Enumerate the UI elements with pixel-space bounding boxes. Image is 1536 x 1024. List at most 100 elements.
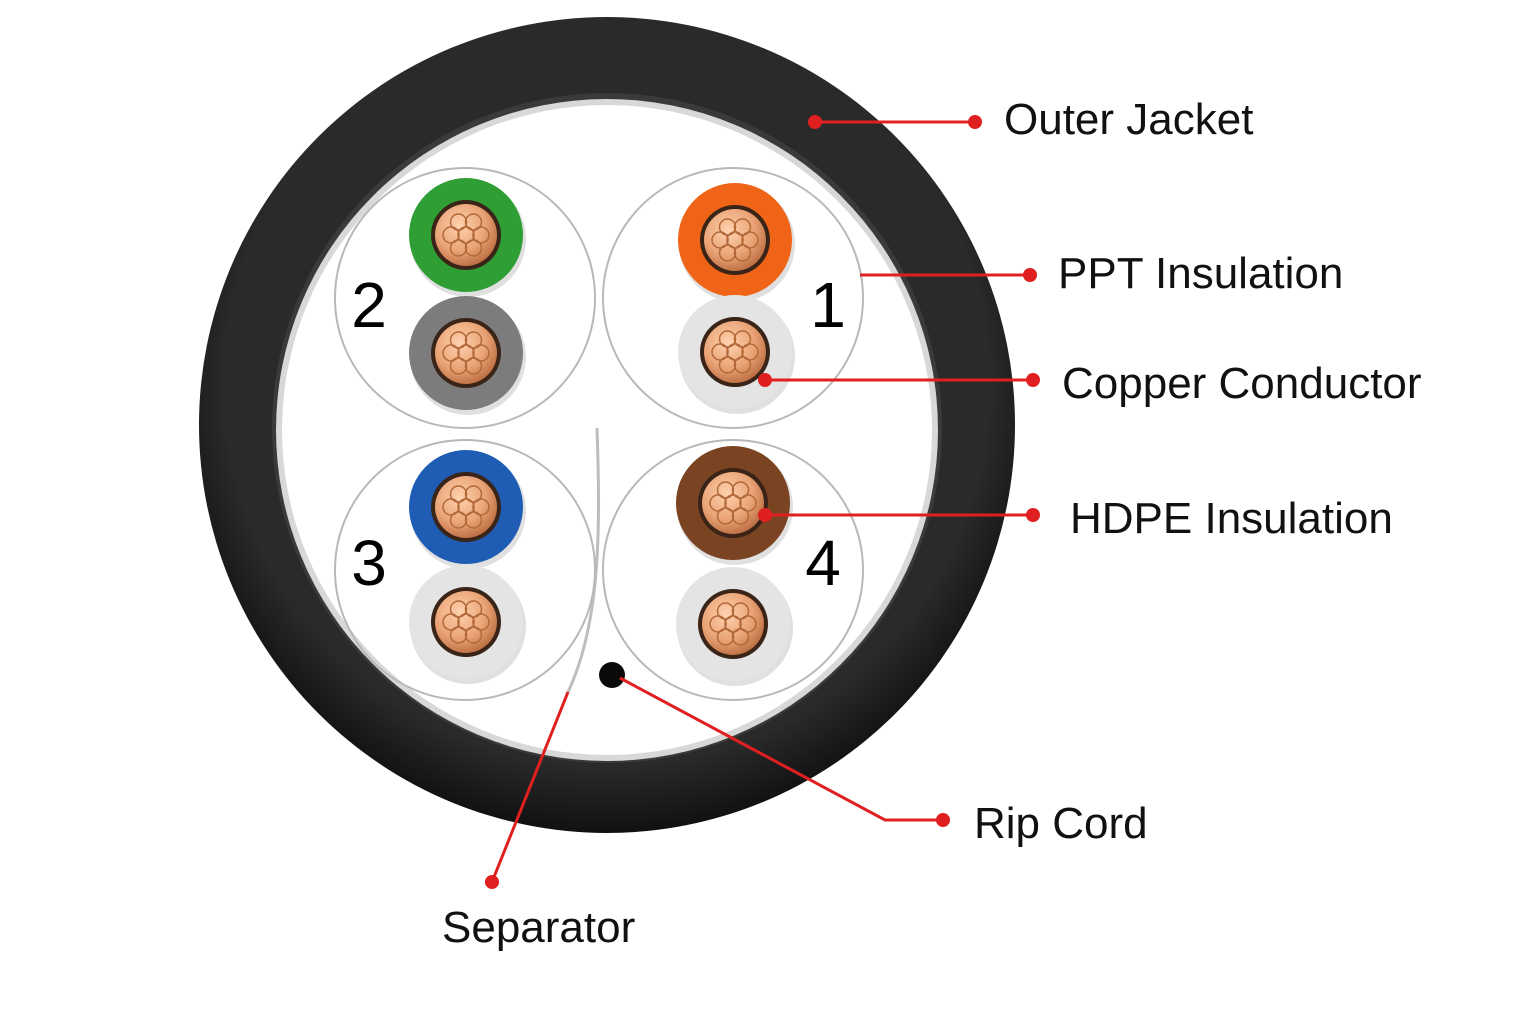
copper-strand [449,357,468,375]
copper-strand [449,511,468,529]
pair-boundary [602,167,864,429]
copper-strand [718,356,737,374]
pair-number-1: 1 [810,269,846,341]
copper-strand [449,600,468,618]
copper-strand [711,231,729,249]
copper-strand [716,481,735,499]
copper-strand [731,602,750,620]
copper-strand [449,239,468,257]
pair-3: 3 [334,439,596,701]
separator-strand [566,427,600,693]
pair-number-4: 4 [805,527,841,599]
leader-separator [490,691,570,883]
label-ppt-insulation: PPT Insulation [1058,249,1343,298]
copper-strand [442,344,460,362]
copper-strand [718,330,737,348]
copper-conductor [435,204,497,266]
copper-strand [442,498,460,516]
copper-strand [472,344,490,362]
label-hdpe-insulation: HDPE Insulation [1070,494,1393,543]
copper-strand [733,356,752,374]
copper-conductor [704,321,766,383]
copper-strand [726,343,744,361]
copper-strand [731,628,750,646]
copper-strand [741,231,759,249]
pair-1: 1 [602,167,864,429]
leader-rip-cord [619,676,943,822]
label-rip-cord: Rip Cord [974,799,1148,848]
copper-strand [464,511,483,529]
dot-ppt-insulation-end [1023,268,1037,282]
dot-outer-jacket-end [968,115,982,129]
copper-strand [464,239,483,257]
copper-strand [716,628,735,646]
copper-conductor [702,593,764,655]
label-separator: Separator [442,903,635,952]
leader-lines [490,120,1033,883]
dot-copper-conductor-start [758,373,772,387]
copper-strand [731,507,750,525]
dot-copper-conductor-end [1026,373,1040,387]
copper-strand [449,331,468,349]
pair-number-3: 3 [351,527,387,599]
copper-strand [741,343,759,361]
pair-boundary [602,439,864,701]
leader-dots [485,115,1040,889]
dot-separator-end [485,875,499,889]
copper-conductor [435,476,497,538]
copper-strand [464,331,483,349]
copper-strand [464,485,483,503]
copper-strand [739,494,757,512]
copper-strand [464,626,483,644]
copper-strand [449,485,468,503]
dot-rip-cord-end [936,813,950,827]
copper-strand [731,481,750,499]
copper-strand [716,602,735,620]
dot-hdpe-insulation-start [758,508,772,522]
copper-strand [472,226,490,244]
copper-strand [449,213,468,231]
label-copper-conductor: Copper Conductor [1062,359,1422,408]
copper-strand [718,218,737,236]
pairs-layer: 1 2 3 4 [334,167,864,701]
copper-strand [724,494,742,512]
copper-strand [733,244,752,262]
copper-strand [464,213,483,231]
copper-strand [442,226,460,244]
copper-strand [464,357,483,375]
pair-boundary [334,439,596,701]
copper-strand [472,498,490,516]
pair-boundary [334,167,596,429]
copper-strand [457,498,475,516]
rip-cord [599,662,625,688]
copper-strand [726,231,744,249]
copper-strand [442,613,460,631]
copper-strand [711,343,729,361]
pair-2: 2 [334,167,596,429]
copper-strand [718,244,737,262]
dot-hdpe-insulation-end [1026,508,1040,522]
copper-conductor [435,322,497,384]
label-outer-jacket: Outer Jacket [1004,95,1253,144]
copper-strand [464,600,483,618]
pair-number-2: 2 [351,269,387,341]
copper-strand [709,494,727,512]
dot-outer-jacket-start [808,115,822,129]
copper-strand [457,613,475,631]
copper-strand [472,613,490,631]
pair-4: 4 [602,439,864,701]
copper-strand [724,615,742,633]
copper-strand [709,615,727,633]
copper-conductor [704,209,766,271]
cable-core [282,105,932,755]
copper-conductor [702,472,764,534]
copper-conductor [435,591,497,653]
copper-strand [716,507,735,525]
copper-strand [457,344,475,362]
copper-strand [457,226,475,244]
copper-strand [739,615,757,633]
copper-strand [733,330,752,348]
copper-strand [733,218,752,236]
copper-strand [449,626,468,644]
